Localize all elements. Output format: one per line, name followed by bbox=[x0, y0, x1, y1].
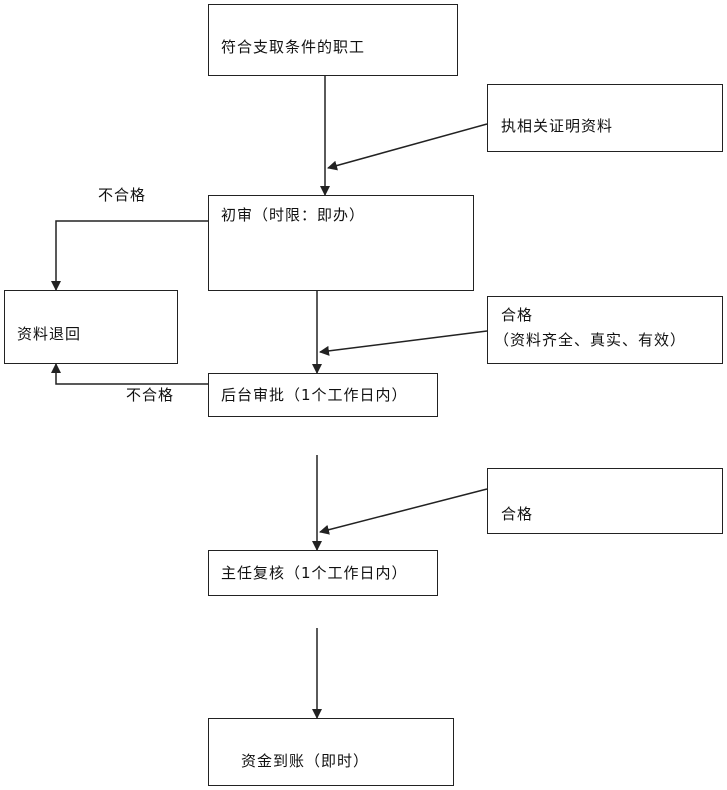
arrow-pass2-to-flow bbox=[319, 488, 488, 535]
node-pass-2-label: 合格 bbox=[501, 505, 534, 523]
node-backend-approval: 后台审批（1个工作日内） bbox=[208, 373, 438, 417]
node-documents-label: 执相关证明资料 bbox=[501, 117, 614, 135]
node-backend-approval-label: 后台审批（1个工作日内） bbox=[221, 386, 408, 404]
arrow-initial-fail-to-returned bbox=[51, 220, 208, 291]
node-director-review: 主任复核（1个工作日内） bbox=[208, 550, 438, 596]
node-eligible-employee: 符合支取条件的职工 bbox=[208, 4, 458, 76]
node-pass-criteria-title: 合格 bbox=[501, 306, 534, 324]
node-initial-review: 初审（时限：即办） bbox=[208, 195, 474, 291]
arrow-backend-fail-to-returned bbox=[51, 363, 208, 385]
node-funds-arrived-label: 资金到账（即时） bbox=[241, 752, 370, 770]
node-returned-label: 资料退回 bbox=[17, 325, 82, 343]
node-pass-criteria: 合格 （资料齐全、真实、有效） bbox=[487, 296, 723, 364]
node-pass-criteria-detail: （资料齐全、真实、有效） bbox=[494, 331, 687, 349]
node-eligible-employee-label: 符合支取条件的职工 bbox=[221, 38, 366, 56]
node-returned: 资料退回 bbox=[4, 290, 178, 364]
node-initial-review-label: 初审（时限：即办） bbox=[221, 206, 366, 224]
node-pass-2: 合格 bbox=[487, 468, 723, 534]
node-documents: 执相关证明资料 bbox=[487, 84, 723, 152]
arrow-documents-to-flow bbox=[327, 123, 488, 171]
arrow-criteria-to-flow bbox=[319, 330, 488, 356]
node-director-review-label: 主任复核（1个工作日内） bbox=[221, 564, 408, 582]
label-fail-2: 不合格 bbox=[126, 386, 175, 404]
node-funds-arrived: 资金到账（即时） bbox=[208, 718, 454, 786]
label-fail-1: 不合格 bbox=[98, 186, 147, 204]
